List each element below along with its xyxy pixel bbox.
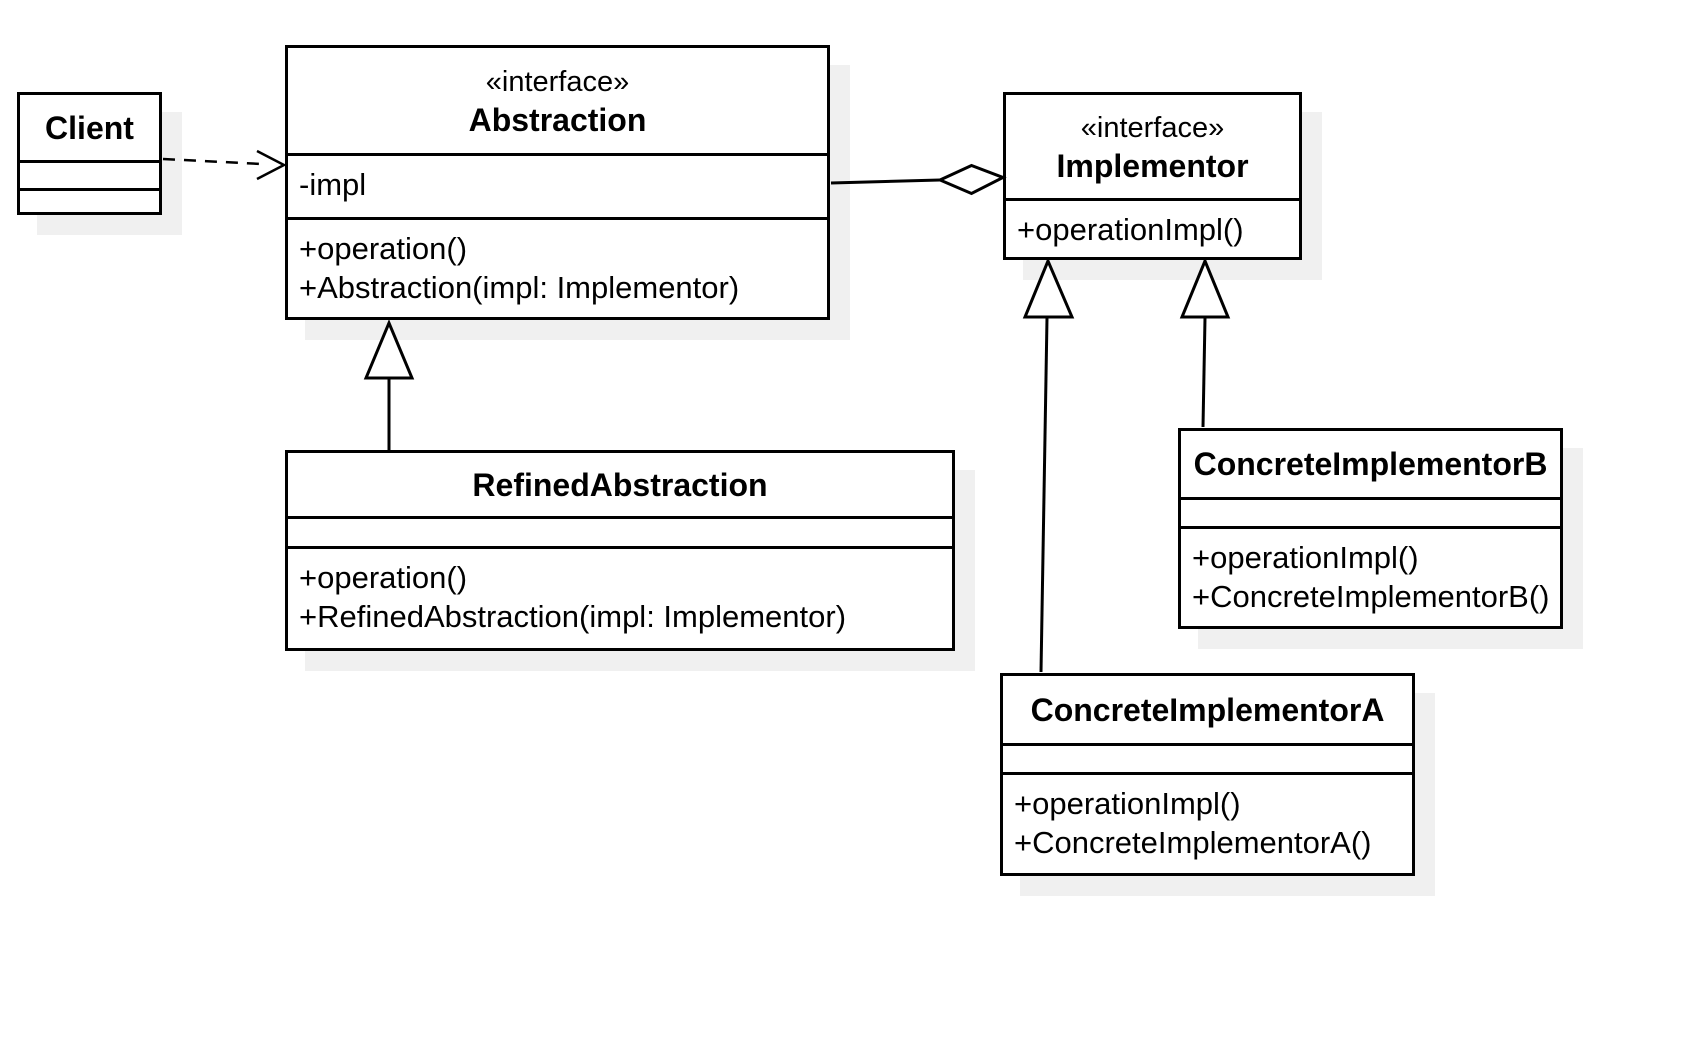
refined-abstraction-methods-compartment: +operation() +RefinedAbstraction(impl: I… bbox=[288, 546, 952, 648]
generalization-hollow-triangle bbox=[1022, 257, 1075, 319]
implementor-method-operationimpl: +operationImpl() bbox=[1017, 212, 1244, 247]
concrete-implementor-b-method-operationimpl: +operationImpl() bbox=[1192, 540, 1419, 575]
generalization-refined-abstraction-to-abstraction bbox=[363, 319, 415, 450]
class-box-abstraction: «interface» Abstraction -impl +operation… bbox=[285, 45, 830, 320]
aggregation-line bbox=[830, 178, 941, 185]
abstraction-class-name: Abstraction bbox=[468, 101, 647, 138]
generalization-hollow-triangle bbox=[363, 319, 415, 380]
generalization-concrete-implementor-a-to-implementor bbox=[1022, 257, 1075, 673]
abstraction-attribute-impl: -impl bbox=[299, 167, 367, 202]
client-title-compartment: Client bbox=[20, 95, 159, 160]
concrete-implementor-a-attributes-compartment bbox=[1003, 743, 1412, 772]
class-box-concrete-implementor-a: ConcreteImplementorA +operationImpl() +C… bbox=[1000, 673, 1415, 876]
generalization-line bbox=[1039, 317, 1049, 673]
dependency-open-arrowhead bbox=[256, 149, 287, 181]
concrete-implementor-a-class-name: ConcreteImplementorA bbox=[1030, 691, 1385, 728]
abstraction-stereotype: «interface» bbox=[485, 65, 630, 98]
dependency-client-to-abstraction bbox=[162, 149, 287, 181]
concrete-implementor-b-methods-compartment: +operationImpl() +ConcreteImplementorB() bbox=[1181, 526, 1560, 626]
concrete-implementor-b-attributes-compartment bbox=[1181, 497, 1560, 526]
implementor-class-name: Implementor bbox=[1056, 147, 1249, 184]
abstraction-title-compartment: «interface» Abstraction bbox=[288, 48, 827, 153]
client-attributes-compartment bbox=[20, 160, 159, 188]
abstraction-attributes-compartment: -impl bbox=[288, 153, 827, 217]
concrete-implementor-b-method-constructor: +ConcreteImplementorB() bbox=[1192, 579, 1550, 614]
class-box-client: Client bbox=[17, 92, 162, 215]
concrete-implementor-a-method-operationimpl: +operationImpl() bbox=[1014, 786, 1241, 821]
refined-abstraction-method-operation: +operation() bbox=[299, 560, 468, 595]
concrete-implementor-a-method-constructor: +ConcreteImplementorA() bbox=[1014, 825, 1372, 860]
concrete-implementor-b-title-compartment: ConcreteImplementorB bbox=[1181, 431, 1560, 497]
client-class-name: Client bbox=[45, 109, 134, 146]
refined-abstraction-method-constructor: +RefinedAbstraction(impl: Implementor) bbox=[299, 599, 847, 634]
implementor-stereotype: «interface» bbox=[1080, 111, 1225, 144]
aggregation-abstraction-to-implementor bbox=[830, 163, 1007, 196]
abstraction-methods-compartment: +operation() +Abstraction(impl: Implemen… bbox=[288, 217, 827, 317]
concrete-implementor-b-class-name: ConcreteImplementorB bbox=[1193, 446, 1548, 482]
abstraction-method-operation: +operation() bbox=[299, 231, 468, 266]
refined-abstraction-title-compartment: RefinedAbstraction bbox=[288, 453, 952, 516]
abstraction-method-constructor: +Abstraction(impl: Implementor) bbox=[299, 270, 740, 305]
concrete-implementor-a-title-compartment: ConcreteImplementorA bbox=[1003, 676, 1412, 743]
class-box-refined-abstraction: RefinedAbstraction +operation() +Refined… bbox=[285, 450, 955, 651]
refined-abstraction-class-name: RefinedAbstraction bbox=[472, 466, 768, 503]
dependency-dashed-line bbox=[162, 157, 263, 166]
class-box-concrete-implementor-b: ConcreteImplementorB +operationImpl() +C… bbox=[1178, 428, 1563, 629]
generalization-concrete-implementor-b-to-implementor bbox=[1179, 257, 1231, 428]
generalization-line bbox=[1201, 317, 1207, 428]
class-box-implementor: «interface» Implementor +operationImpl() bbox=[1003, 92, 1302, 260]
aggregation-hollow-diamond bbox=[936, 163, 1007, 196]
client-methods-compartment bbox=[20, 188, 159, 212]
implementor-title-compartment: «interface» Implementor bbox=[1006, 95, 1299, 198]
implementor-methods-compartment: +operationImpl() bbox=[1006, 198, 1299, 257]
generalization-hollow-triangle bbox=[1179, 257, 1231, 319]
refined-abstraction-attributes-compartment bbox=[288, 516, 952, 546]
concrete-implementor-a-methods-compartment: +operationImpl() +ConcreteImplementorA() bbox=[1003, 772, 1412, 873]
